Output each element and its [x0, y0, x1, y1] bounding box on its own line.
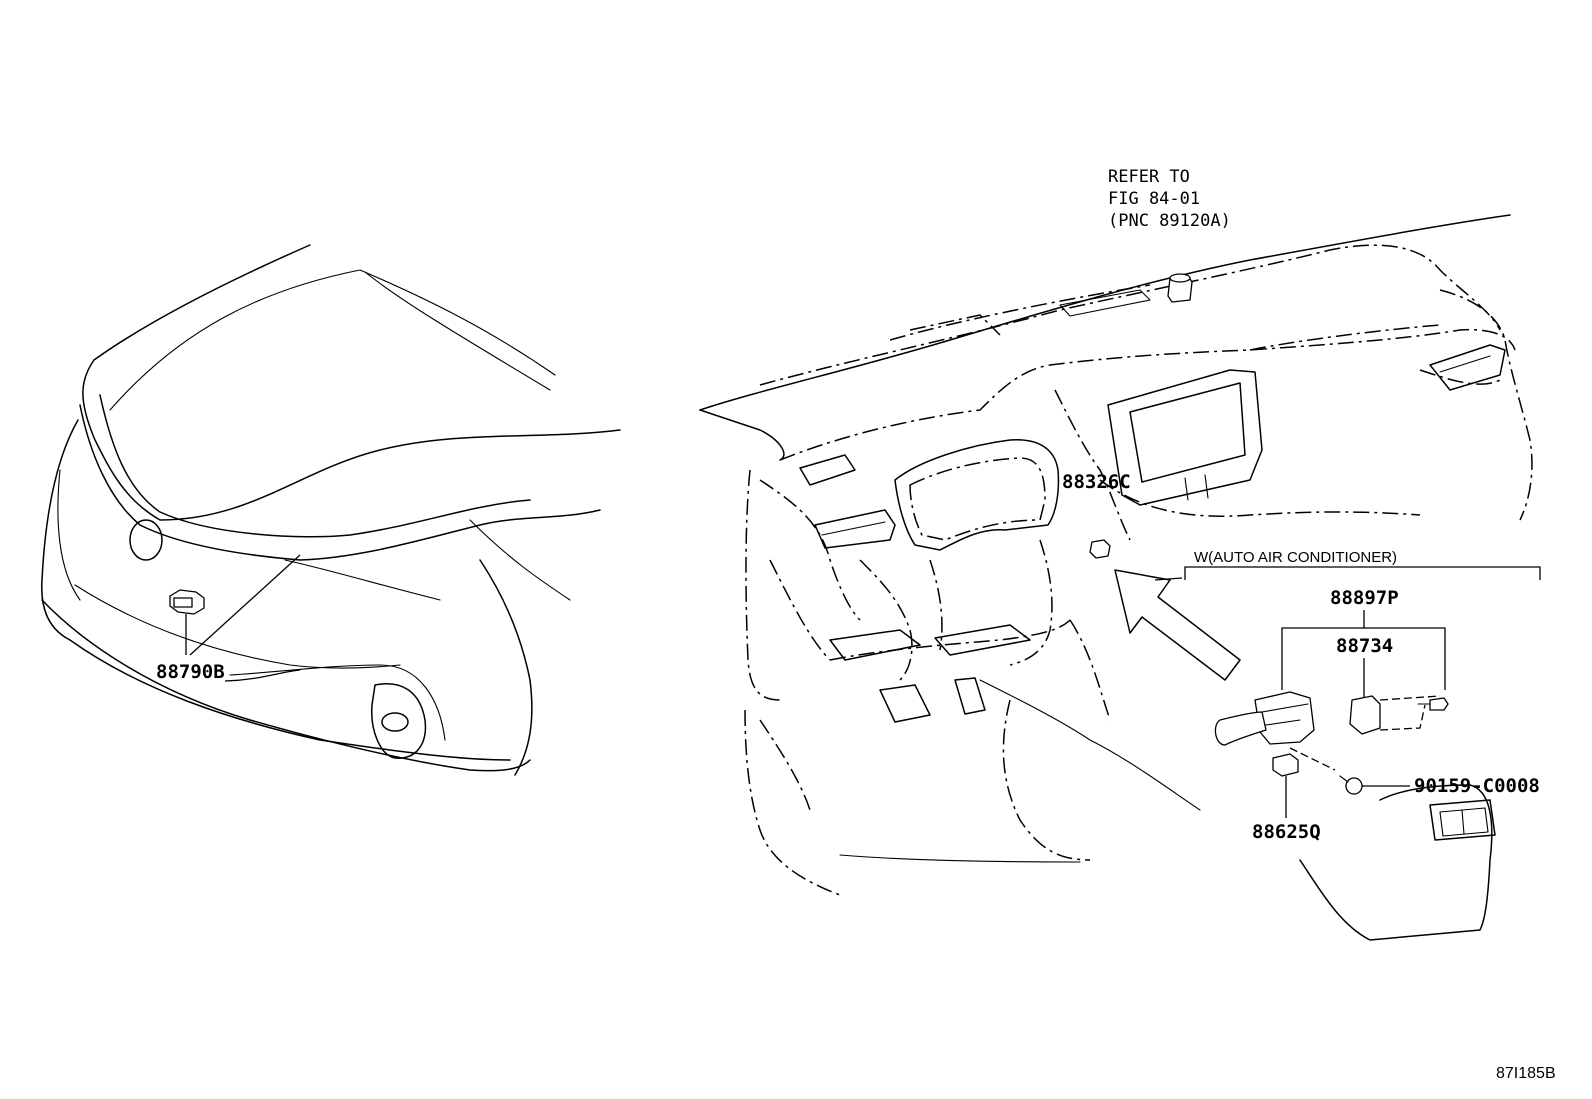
part-label-88790b: 88790B [156, 661, 225, 683]
part-label-88734: 88734 [1336, 635, 1393, 657]
amplifier-part [1214, 691, 1449, 746]
refer-note-line1: REFER TO [1108, 167, 1190, 187]
screw-part [1339, 775, 1363, 795]
part-label-88625q: 88625Q [1252, 821, 1321, 843]
leader-line-88790b-2 [189, 554, 301, 656]
leader-line-88790b-3 [224, 669, 301, 682]
lower-sensor-part [1272, 747, 1336, 777]
vehicle-front-view [41, 244, 621, 776]
dashboard-view [699, 214, 1533, 941]
part-label-88326c: 88326C [1062, 471, 1131, 493]
illustration-id: 87I185B [1496, 1065, 1556, 1082]
refer-note-line2: FIG 84-01 [1108, 189, 1200, 209]
front-sensor-part [169, 589, 205, 615]
part-label-90159-c0008: 90159-C0008 [1414, 775, 1540, 797]
cabin-sensor-part [1089, 539, 1111, 559]
refer-note-line3: (PNC 89120A) [1108, 211, 1231, 231]
refer-sensor-part [1167, 273, 1193, 303]
part-label-88897p: 88897P [1330, 587, 1399, 609]
view-arrow [1114, 569, 1241, 681]
condition-bracket [1154, 566, 1541, 581]
condition-label: W(AUTO AIR CONDITIONER) [1194, 549, 1397, 566]
